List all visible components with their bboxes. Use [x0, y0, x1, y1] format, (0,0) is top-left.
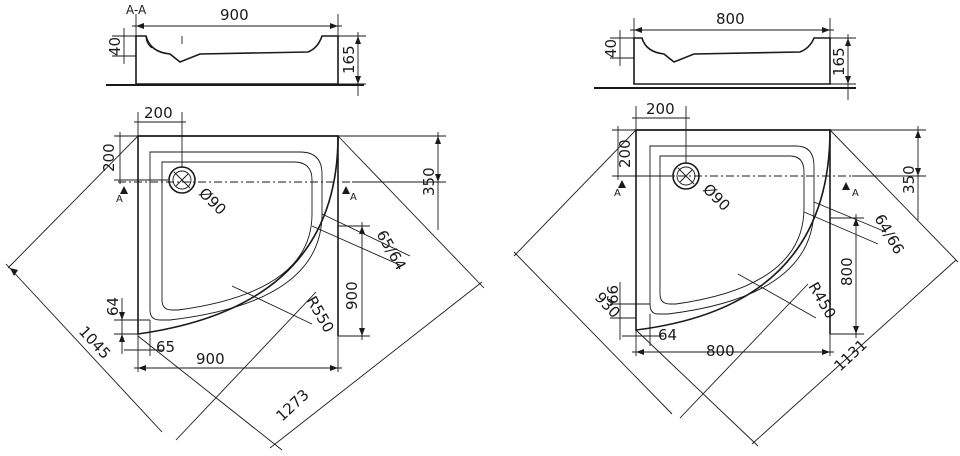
- tray-800-section-mark-left: A: [614, 188, 621, 199]
- tray-900-drain-offset-y: 200: [100, 143, 118, 172]
- tray-900-axis-offset: 350: [420, 167, 438, 196]
- tray-900-radius: R550: [303, 293, 338, 336]
- tray-900-inner-diagonal: 1045: [75, 322, 114, 362]
- tray-800-section-height: 165: [830, 47, 848, 76]
- tray-800-outer-diagonal: 1131: [830, 336, 870, 375]
- tray-900-drain-diameter: Ø90: [195, 184, 230, 219]
- tray-800-section-width: 800: [716, 10, 745, 28]
- tray-800-plan-view: A A Ø90 200 200 350 64/66: [513, 100, 959, 447]
- tray-800-drain-diameter: Ø90: [699, 180, 734, 215]
- tray-800-rim-left: 64: [658, 326, 677, 344]
- tray-800-section-mark-right: A: [852, 188, 859, 199]
- tray-900-drawing: A-A 900 40 165: [5, 3, 485, 451]
- tray-800-rim-bottom: 66: [604, 285, 622, 304]
- tray-900-section-mark-left: A: [116, 194, 123, 205]
- section-label: A-A: [126, 3, 147, 17]
- tray-800-section-view: 800 40 165: [594, 10, 856, 100]
- tray-900-section-view: 900 40 165: [106, 6, 366, 96]
- tray-800-section-lip: 40: [602, 39, 620, 58]
- tray-900-side-length: 900: [343, 281, 361, 310]
- tray-900-drain-offset-x: 200: [144, 104, 173, 122]
- tray-800-drain-offset-y: 200: [616, 139, 634, 168]
- tray-800-drawing: 800 40 165 A A Ø90: [513, 10, 959, 447]
- tray-900-rim-left: 65: [156, 338, 175, 356]
- tray-900-section-mark-right: A: [350, 192, 357, 203]
- tray-900-rim-bottom: 64: [104, 297, 122, 316]
- tray-900-width: 900: [196, 350, 225, 368]
- tray-800-side-length: 800: [838, 257, 856, 286]
- tray-800-width: 800: [706, 342, 735, 360]
- tray-800-rim-widths: 64/66: [871, 211, 908, 257]
- tray-900-plan-view: A A Ø90 200 200 350 65/64: [5, 104, 485, 451]
- tray-800-drain-offset-x: 200: [646, 100, 675, 118]
- tray-900-section-width: 900: [220, 6, 249, 24]
- tray-900-section-height: 165: [340, 45, 358, 74]
- tray-900-section-lip: 40: [106, 37, 124, 56]
- tray-800-radius: R450: [805, 279, 840, 322]
- tray-800-axis-offset: 350: [900, 165, 918, 194]
- tray-900-rim-widths: 65/64: [373, 227, 410, 273]
